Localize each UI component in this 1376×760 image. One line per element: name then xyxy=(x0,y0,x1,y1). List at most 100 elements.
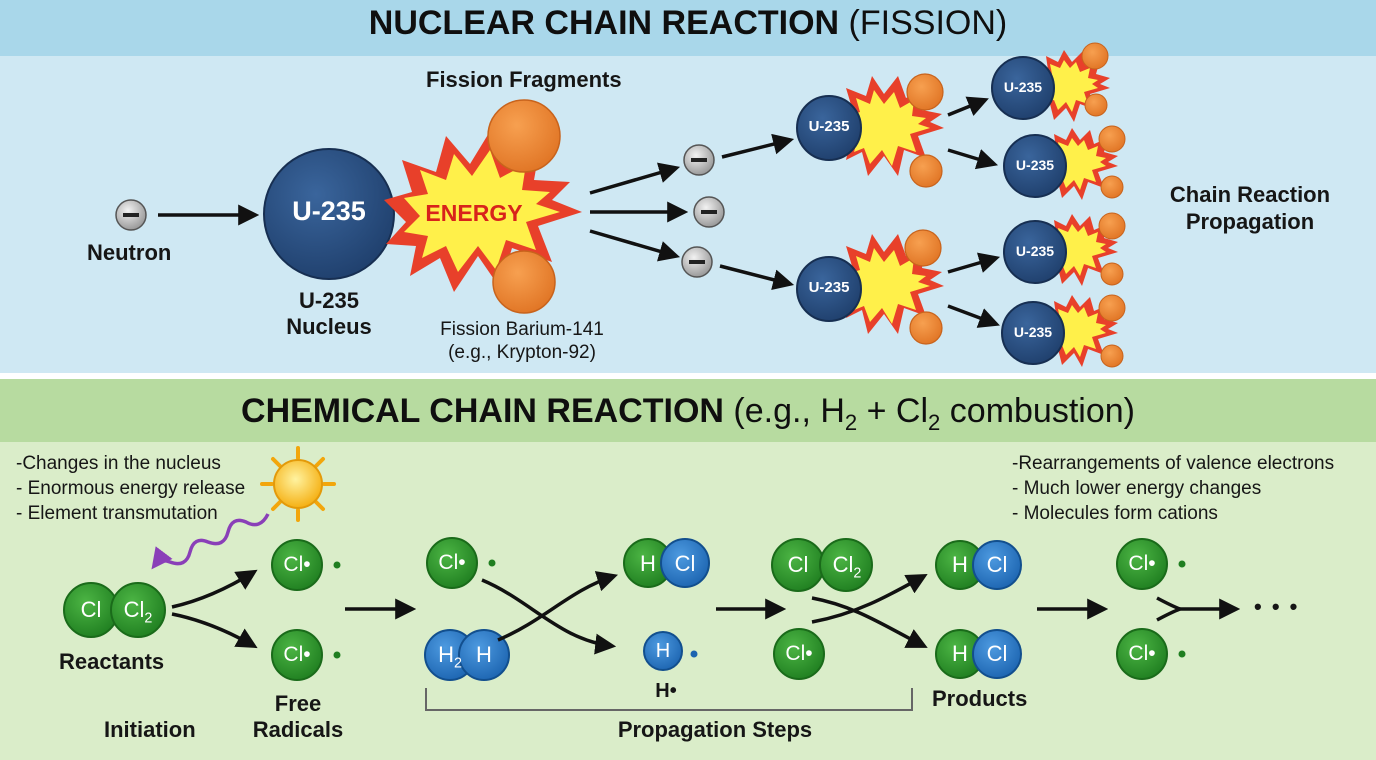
arrow-cross-1b xyxy=(497,571,619,642)
reactant-cl2-molecule xyxy=(63,582,166,638)
right-bullet: - Molecules form cations xyxy=(1012,503,1218,524)
chain-propagation-label: Chain Reaction Propagation xyxy=(1160,181,1340,235)
atom-cl-radical: Cl• xyxy=(283,643,311,666)
atom-cl: Cl xyxy=(80,597,102,622)
atom-h2: H2 xyxy=(438,642,462,672)
neutron-label: Neutron xyxy=(87,240,172,265)
arrow-cross-2a xyxy=(811,596,928,648)
nucleus-label-line1: U-235 xyxy=(299,288,359,313)
propagation-line2: Propagation xyxy=(1185,209,1315,234)
arrow-to-neutron-1 xyxy=(589,162,681,195)
tertiary-fission-3 xyxy=(1003,212,1126,286)
products-label: Products xyxy=(932,686,1028,711)
h2-molecule xyxy=(424,629,510,681)
released-neutron-1 xyxy=(683,144,715,176)
hcl-product-1 xyxy=(623,538,710,588)
fission-barium-label: Fission Barium-141 (e.g., Krypton-92) xyxy=(430,318,614,364)
continuation-ellipsis: • • • xyxy=(1254,594,1300,619)
tertiary-fission-4 xyxy=(1001,294,1126,368)
atom-cl-radical: Cl• xyxy=(1128,552,1156,575)
arrow-cross-2b xyxy=(811,573,928,624)
atom-h: H xyxy=(655,640,671,662)
atom-cl-radical: Cl• xyxy=(785,642,813,665)
atom-cl-radical: Cl• xyxy=(283,553,311,576)
arrow-to-neutron-3 xyxy=(589,229,681,262)
atom-h: H xyxy=(952,641,968,666)
left-bullet: - Enormous energy release xyxy=(16,478,246,499)
initiation-label: Initiation xyxy=(104,717,196,742)
secondary-u235-top: U-235 xyxy=(808,118,850,135)
arrow-to-tertiary-4 xyxy=(947,304,1000,328)
tertiary-u235-4: U-235 xyxy=(1013,324,1053,340)
atom-cl2: Cl2 xyxy=(832,552,862,582)
arrow-to-tertiary-2 xyxy=(947,148,999,170)
right-bullet: - Much lower energy changes xyxy=(1012,478,1262,499)
left-bullet: - Element transmutation xyxy=(16,503,218,524)
energy-text: ENERGY xyxy=(425,200,523,226)
fission-fragment-top xyxy=(487,99,561,173)
free-radicals-line1: Free xyxy=(274,691,322,716)
nucleus-label: U-235 Nucleus xyxy=(264,288,394,340)
panel-divider xyxy=(0,373,1376,379)
released-neutron-3 xyxy=(681,246,713,278)
atom-h: H xyxy=(476,642,492,667)
cl-radical-1 xyxy=(271,539,323,591)
barium-line1: Fission Barium-141 xyxy=(440,319,604,340)
barium-line2: (e.g., Krypton-92) xyxy=(448,342,596,363)
nucleus-label-line2: Nucleus xyxy=(286,314,372,339)
radical-dot xyxy=(1178,650,1186,658)
tertiary-fission-2 xyxy=(1003,125,1126,200)
left-bullets: -Changes in the nucleus - Enormous energ… xyxy=(16,451,245,526)
secondary-fission-bottom xyxy=(796,229,944,345)
cl-radical-5 xyxy=(1116,538,1168,590)
fission-fragment-bottom xyxy=(492,250,556,314)
atom-cl: Cl xyxy=(787,552,809,577)
radical-dot xyxy=(1178,560,1186,568)
arrow-to-tertiary-1 xyxy=(947,96,989,117)
atom-cl: Cl xyxy=(674,551,696,576)
secondary-u235-bottom: U-235 xyxy=(808,279,850,296)
arrow-initiation-down xyxy=(171,612,258,649)
radical-dot xyxy=(690,650,698,658)
u235-nucleus xyxy=(263,148,395,280)
arrow-initiation-up xyxy=(171,569,258,609)
arrow-to-secondary-bottom xyxy=(719,264,795,290)
cl2-molecule-2 xyxy=(771,538,873,592)
tertiary-fission-1 xyxy=(991,42,1110,122)
atom-cl2: Cl2 xyxy=(123,597,153,627)
tertiary-u235-3: U-235 xyxy=(1015,243,1055,259)
right-bullet: -Rearrangements of valence electrons xyxy=(1012,453,1335,474)
arrow-to-secondary-top xyxy=(721,133,795,159)
chemical-panel xyxy=(0,442,1376,760)
h-radical-label: H• xyxy=(655,680,677,702)
atom-cl: Cl xyxy=(986,552,1008,577)
fission-fragments-label: Fission Fragments xyxy=(426,67,622,92)
propagation-line1: Chain Reaction xyxy=(1169,182,1331,207)
hcl-product-3 xyxy=(935,629,1022,679)
free-radicals-line2: Radicals xyxy=(252,717,344,742)
nucleus-text: U-235 xyxy=(292,196,366,226)
radical-dot xyxy=(333,651,341,659)
sun-icon xyxy=(260,446,336,522)
right-bullets: -Rearrangements of valence electrons - M… xyxy=(1012,451,1334,526)
incoming-neutron xyxy=(115,199,147,231)
reactants-label: Reactants xyxy=(59,649,165,674)
cl-radical-6 xyxy=(1116,628,1168,680)
propagation-steps-label: Propagation Steps xyxy=(617,717,813,742)
atom-cl-radical: Cl• xyxy=(1128,642,1156,665)
photon-wave xyxy=(151,513,270,570)
free-radicals-label: Free Radicals xyxy=(238,691,358,743)
h-radical xyxy=(643,631,683,671)
left-bullet: -Changes in the nucleus xyxy=(16,453,221,474)
released-neutron-2 xyxy=(693,196,725,228)
arrow-cross-1a xyxy=(481,578,617,655)
tertiary-u235-2: U-235 xyxy=(1015,157,1055,173)
nuclear-title: NUCLEAR CHAIN REACTION (FISSION) xyxy=(368,4,1008,42)
hcl-product-2 xyxy=(935,540,1022,590)
nuclear-title-band xyxy=(0,0,1376,56)
atom-h: H xyxy=(952,552,968,577)
radical-dot xyxy=(333,561,341,569)
chemical-title-band xyxy=(0,379,1376,442)
cl-radical-2 xyxy=(271,629,323,681)
